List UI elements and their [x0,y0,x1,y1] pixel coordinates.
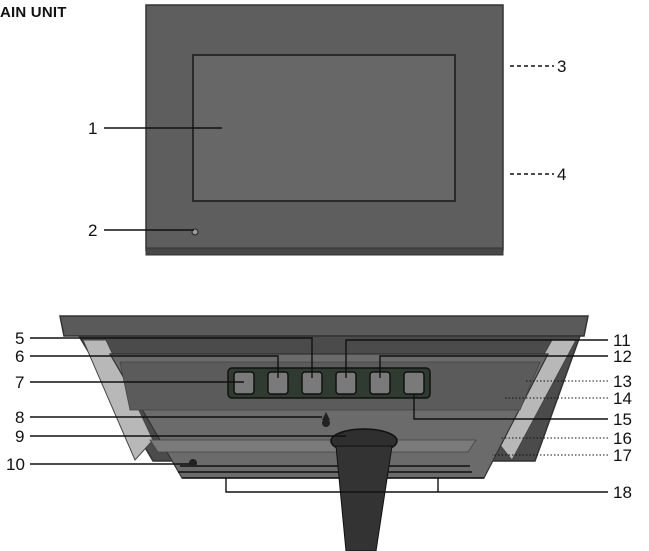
callout-18: 18 [613,483,632,502]
bottom-view [59,315,589,551]
bottom-top-slab [59,315,589,337]
bottom-groove [149,439,477,453]
callout-14: 14 [613,389,632,408]
callout-2: 2 [88,221,97,240]
leader-18 [225,478,608,493]
leader-12 [379,355,608,378]
callout-15: 15 [613,410,632,429]
callout-3: 3 [557,57,566,76]
stand-neck [335,445,393,551]
callout-7: 7 [15,373,24,392]
callout-11: 11 [613,331,631,350]
callout-10: 10 [6,455,25,474]
button-strip [227,367,431,399]
bottom-ridge-lines [178,465,484,479]
power-jack [189,459,197,467]
callout-1: 1 [88,119,97,138]
section-title: AIN UNIT [0,4,67,21]
leader-lines [30,65,608,493]
front-view [145,4,504,256]
callout-4: 4 [557,165,566,184]
callout-13: 13 [613,372,632,391]
mount-hole [322,419,330,427]
callout-5: 5 [15,329,24,348]
button-1[interactable] [233,371,255,395]
leader-11 [345,339,608,378]
leader-6 [30,355,279,378]
callout-numbers: 1 2 3 4 5 6 7 8 9 10 11 12 13 14 15 16 1… [6,57,632,502]
callout-12: 12 [613,347,632,366]
mount-hole-arrow [322,412,330,420]
leader-15 [413,394,608,420]
front-housing-bottom-edge [145,247,504,256]
callout-17: 17 [613,446,632,465]
callout-6: 6 [15,347,24,366]
button-6[interactable] [403,371,425,395]
callout-9: 9 [15,427,24,446]
leader-5 [30,337,313,378]
callout-16: 16 [613,429,632,448]
callout-8: 8 [15,408,24,427]
front-screen [192,54,456,202]
